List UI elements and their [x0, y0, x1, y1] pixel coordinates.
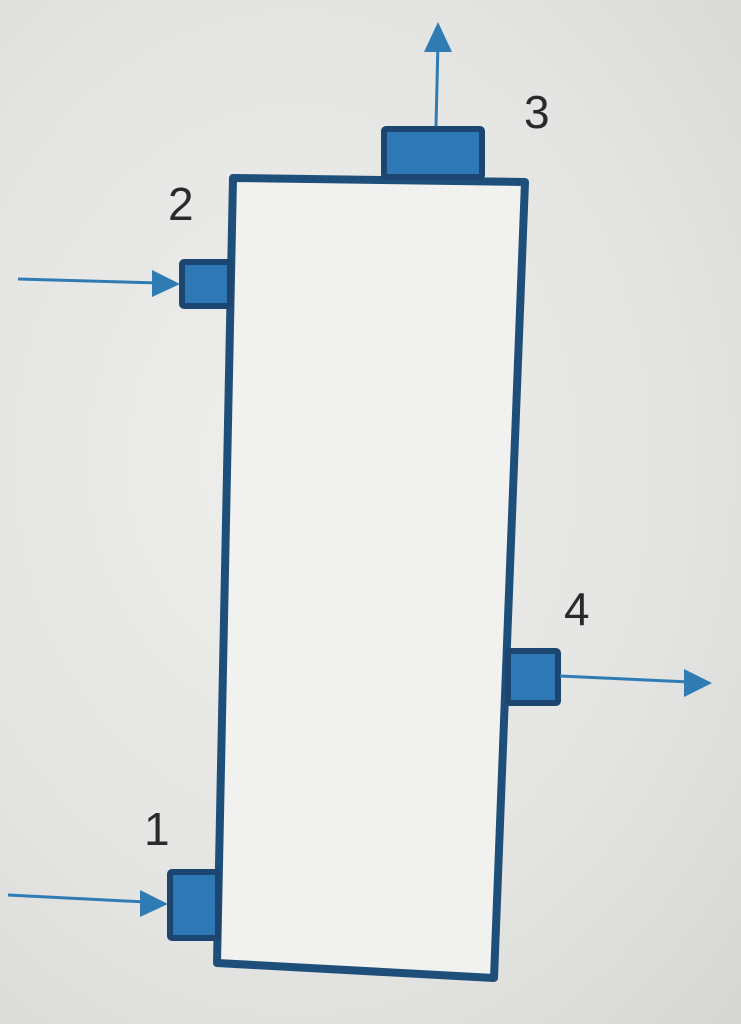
- port-4-label: 4: [564, 583, 590, 635]
- port-4-arrowhead: [684, 669, 712, 697]
- port-2-flow-arrow: [17, 277, 161, 285]
- port-1-arrowhead: [140, 890, 168, 917]
- port-1-label: 1: [144, 803, 170, 855]
- port-3-nozzle: [381, 126, 485, 180]
- port-2-nozzle: [179, 259, 233, 309]
- port-4-flow-arrow: [559, 674, 691, 684]
- port-3-label: 3: [524, 86, 550, 138]
- port-1-flow-arrow: [7, 893, 147, 904]
- port-2-label: 2: [168, 178, 194, 230]
- vessel-body: [213, 174, 529, 982]
- port-4-nozzle: [505, 648, 561, 706]
- port-3-flow-arrow: [434, 41, 440, 127]
- port-1-nozzle: [167, 869, 221, 941]
- port-2-arrowhead: [152, 270, 180, 297]
- port-3-arrowhead: [424, 22, 452, 52]
